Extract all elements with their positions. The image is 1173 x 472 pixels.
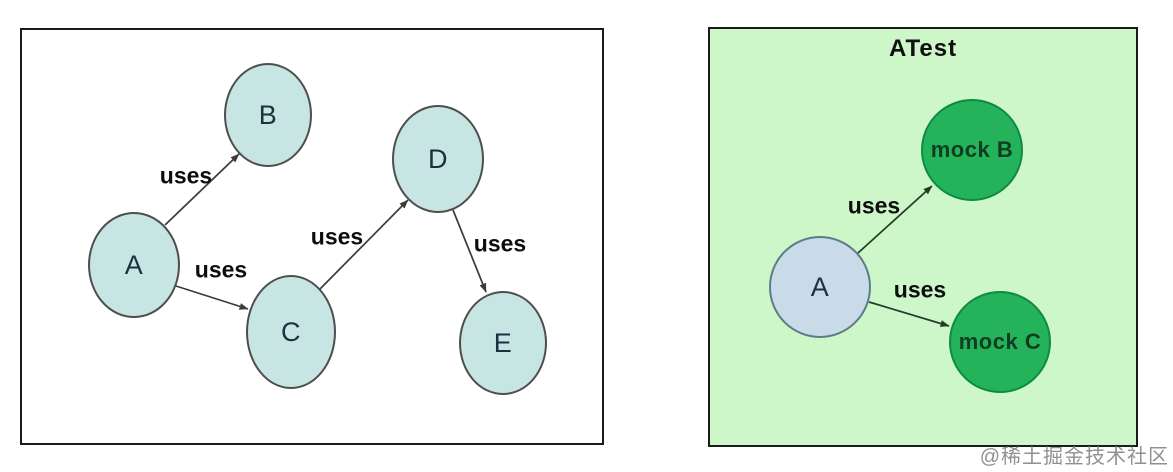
edge-label-d-uses-e: uses bbox=[473, 230, 527, 257]
node-d: D bbox=[392, 105, 484, 213]
edge-label-a-uses-mockc: uses bbox=[893, 276, 947, 303]
node-b: B bbox=[224, 63, 312, 167]
edge-label-c-uses-d: uses bbox=[310, 223, 364, 250]
node-e: E bbox=[459, 291, 547, 395]
edge-label-a-uses-b: uses bbox=[159, 162, 213, 189]
node-mock-c: mock C bbox=[949, 291, 1051, 393]
mock-edges-layer bbox=[857, 185, 950, 327]
atest-title: ATest bbox=[888, 35, 958, 62]
juejin-watermark: @稀土掘金技术社区 bbox=[979, 446, 1169, 468]
dependency-graph-panel: A B C D E uses uses uses uses bbox=[20, 28, 604, 445]
edge-a-to-mockc bbox=[868, 301, 950, 327]
node-c: C bbox=[246, 275, 336, 389]
node-a-under-test: A bbox=[769, 236, 871, 338]
node-mock-b: mock B bbox=[921, 99, 1023, 201]
atest-mock-panel: ATest A mock B mock C uses uses bbox=[708, 27, 1138, 447]
edge-label-a-uses-c: uses bbox=[194, 256, 248, 283]
edge-label-a-uses-mockb: uses bbox=[847, 192, 901, 219]
edge-a-to-c bbox=[175, 285, 249, 310]
node-a: A bbox=[88, 212, 180, 318]
